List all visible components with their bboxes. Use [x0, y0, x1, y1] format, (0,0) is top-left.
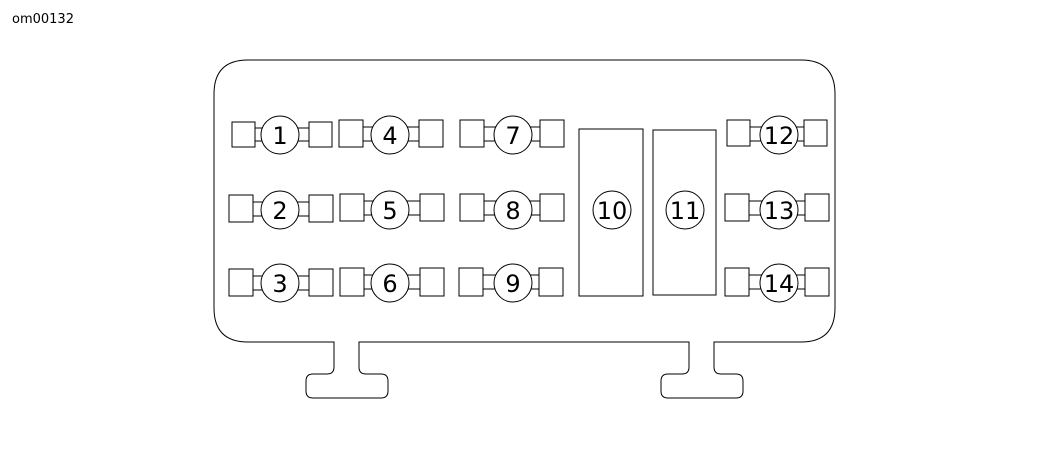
- fuse-label: 3: [272, 270, 287, 298]
- fuse-label: 12: [764, 122, 795, 150]
- fuse-terminal: [724, 267, 750, 297]
- fuse-terminal: [308, 194, 334, 223]
- fuse-marker: [493, 115, 533, 155]
- relay-slot-11: 11: [652, 129, 717, 296]
- fuse-label: 1: [272, 122, 287, 150]
- fuse-terminal: [459, 119, 485, 148]
- fuse-label: 13: [764, 197, 795, 225]
- fuse-slot-14: 14: [724, 263, 830, 303]
- fuse-terminal: [539, 193, 565, 222]
- fuse-marker: [260, 115, 300, 155]
- fuse-slot-7: 7: [459, 115, 565, 155]
- fuse-box-housing: [213, 59, 836, 399]
- fuse-slot-1: 1: [231, 115, 333, 155]
- fuse-terminal: [419, 193, 445, 222]
- fuse-terminal: [803, 119, 828, 147]
- fuse-terminal: [804, 267, 830, 297]
- fuse-label: 2: [272, 197, 287, 225]
- fuse-slot-4: 4: [338, 115, 444, 155]
- fuse-label: 5: [382, 197, 397, 225]
- fuse-terminal: [339, 267, 365, 297]
- fuse-terminal: [458, 267, 484, 297]
- fuse-slot-5: 5: [339, 190, 445, 230]
- fuse-terminal: [308, 121, 333, 148]
- fuse-marker: [370, 115, 410, 155]
- document-id: om00132: [12, 12, 74, 27]
- fuse-slot-9: 9: [458, 263, 564, 303]
- fuse-terminal: [339, 193, 365, 222]
- fuse-terminal: [418, 119, 444, 148]
- relay-label: 11: [670, 197, 701, 225]
- relay-marker: [665, 190, 705, 230]
- fuse-terminal: [804, 193, 830, 222]
- fuse-marker: [260, 190, 300, 230]
- fuse-terminal: [308, 268, 334, 297]
- fuse-marker: [493, 190, 533, 230]
- fuse-label: 8: [505, 197, 520, 225]
- fuse-marker: [759, 115, 799, 155]
- fuse-marker: [260, 263, 300, 303]
- fuse-marker: [370, 190, 410, 230]
- fuse-terminal: [231, 121, 256, 148]
- fuse-terminal: [338, 119, 364, 148]
- fuse-terminal: [724, 193, 750, 222]
- fuse-slot-3: 3: [228, 263, 334, 303]
- fuse-terminal: [228, 268, 254, 297]
- fuse-slot-2: 2: [228, 190, 334, 230]
- fuse-terminal: [459, 193, 485, 222]
- fuse-marker: [370, 263, 410, 303]
- fuse-label: 6: [382, 270, 397, 298]
- fuse-terminal: [419, 267, 445, 297]
- fuse-label: 7: [505, 122, 520, 150]
- fuse-terminal: [228, 194, 254, 223]
- fuse-marker: [759, 190, 799, 230]
- fuse-label: 4: [382, 122, 397, 150]
- fuse-marker: [759, 263, 799, 303]
- fuse-terminal: [539, 119, 565, 148]
- fuse-slot-6: 6: [339, 263, 445, 303]
- relay-marker: [592, 190, 632, 230]
- fuse-slot-13: 13: [724, 190, 830, 230]
- fuse-label: 14: [764, 270, 795, 298]
- fuse-slot-12: 12: [726, 115, 828, 155]
- relay-slot-10: 10: [578, 128, 644, 297]
- fuse-label: 9: [505, 270, 520, 298]
- fuse-slot-8: 8: [459, 190, 565, 230]
- fuse-terminal: [726, 119, 751, 147]
- relay-label: 10: [597, 197, 628, 225]
- fuse-marker: [493, 263, 533, 303]
- fuse-terminal: [538, 267, 564, 297]
